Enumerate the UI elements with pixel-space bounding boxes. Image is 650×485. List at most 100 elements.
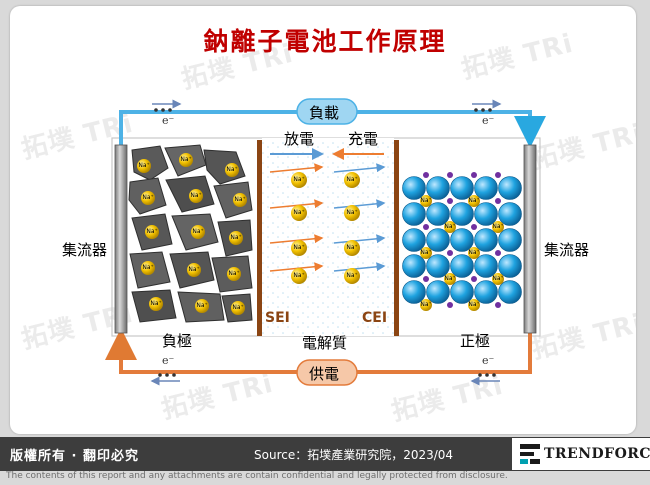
cathode-dopant bbox=[471, 172, 477, 178]
discharge-label: 放電 bbox=[284, 130, 315, 148]
cathode-sphere bbox=[426, 176, 450, 200]
sodium-ion-label: Na⁺ bbox=[293, 244, 305, 251]
cathode-dopant bbox=[447, 250, 453, 256]
cathode-sodium-ion bbox=[492, 273, 504, 285]
cathode-dopant bbox=[495, 302, 501, 308]
cathode-sodium-ion bbox=[444, 221, 456, 233]
cathode-sphere bbox=[450, 202, 474, 226]
cathode-sphere bbox=[474, 228, 498, 252]
cathode-sphere bbox=[498, 202, 522, 226]
cathode-dopant bbox=[447, 302, 453, 308]
sodium-ion-label: Na⁺ bbox=[180, 156, 192, 163]
cathode-dopant bbox=[471, 276, 477, 282]
cei-label: CEI bbox=[362, 310, 388, 326]
cathode-sphere bbox=[402, 202, 426, 226]
sodium-ion-label: Na⁺ bbox=[420, 249, 432, 256]
cathode-sphere bbox=[426, 202, 450, 226]
sodium-ion-label: Na⁺ bbox=[444, 275, 456, 282]
cathode-sphere bbox=[498, 280, 522, 304]
cei-layer bbox=[394, 140, 399, 336]
cathode-sodium-ion bbox=[492, 221, 504, 233]
footer-bar: 版權所有 · 翻印必究 Source：拓墣產業研究院，2023/04 TREND… bbox=[0, 437, 650, 471]
cathode-dopant bbox=[447, 198, 453, 204]
cathode-dopant bbox=[423, 172, 429, 178]
current-collector-right bbox=[523, 144, 537, 334]
cathode-dopant bbox=[495, 198, 501, 204]
sodium-ion-label: Na⁺ bbox=[346, 272, 358, 279]
sodium-ion-label: Na⁺ bbox=[146, 228, 158, 235]
cathode-dopant bbox=[423, 276, 429, 282]
electron-label: e⁻ bbox=[482, 114, 495, 127]
load-label: 負載 bbox=[309, 104, 340, 122]
cathode-label: 正極 bbox=[460, 332, 491, 350]
sodium-ion-label: Na⁺ bbox=[226, 166, 238, 173]
electron-label: e⁻ bbox=[162, 114, 175, 127]
cathode-sphere bbox=[450, 228, 474, 252]
cathode-dopant bbox=[495, 250, 501, 256]
cathode-sodium-ion bbox=[420, 247, 432, 259]
sodium-ion-label: Na⁺ bbox=[228, 270, 240, 277]
sodium-ion-label: Na⁺ bbox=[142, 264, 154, 271]
anode-material bbox=[128, 144, 253, 323]
supply-pill bbox=[296, 359, 358, 386]
sodium-ion-label: Na⁺ bbox=[346, 176, 358, 183]
anode-sodium-ions bbox=[137, 153, 247, 315]
charge-label: 充電 bbox=[348, 130, 379, 148]
cathode-sodium-ion bbox=[468, 195, 480, 207]
electron-flow-bottom-left bbox=[150, 373, 180, 386]
trendforce-logo: TRENDFORCE bbox=[512, 438, 650, 470]
supply-label: 供電 bbox=[309, 365, 340, 383]
sodium-ion-label: Na⁺ bbox=[468, 249, 480, 256]
sodium-ion-label: Na⁺ bbox=[150, 300, 162, 307]
sodium-ion-label: Na⁺ bbox=[230, 234, 242, 241]
cathode-sodium-ion bbox=[420, 195, 432, 207]
cathode-sphere bbox=[402, 176, 426, 200]
sei-label: SEI bbox=[265, 310, 290, 326]
cathode-sodium-ion bbox=[468, 299, 480, 311]
sodium-ion-label: Na⁺ bbox=[188, 266, 200, 273]
anode-label: 負極 bbox=[162, 332, 193, 350]
sodium-ion-label: Na⁺ bbox=[293, 272, 305, 279]
electrolyte-ions bbox=[269, 163, 386, 284]
cathode-sphere bbox=[426, 280, 450, 304]
cathode-sphere bbox=[498, 254, 522, 278]
trendforce-logo-icon bbox=[520, 444, 540, 464]
sodium-ion-label: Na⁺ bbox=[190, 192, 202, 199]
sodium-ion-label: Na⁺ bbox=[142, 194, 154, 201]
cathode-sphere bbox=[402, 228, 426, 252]
cathode-sodium-ion bbox=[420, 299, 432, 311]
sodium-ion-label: Na⁺ bbox=[420, 197, 432, 204]
sodium-ion-label: Na⁺ bbox=[196, 302, 208, 309]
current-collector-right-label: 集流器 bbox=[544, 241, 590, 259]
cathode-lattice bbox=[402, 172, 522, 311]
source-text: Source：拓墣產業研究院，2023/04 bbox=[254, 448, 454, 462]
copyright-text: 版權所有 · 翻印必究 bbox=[10, 449, 139, 464]
sodium-ion-label: Na⁺ bbox=[468, 301, 480, 308]
sodium-ion-label: Na⁺ bbox=[138, 162, 150, 169]
cathode-sphere bbox=[402, 254, 426, 278]
page-title: 鈉離子電池工作原理 bbox=[203, 27, 447, 56]
sodium-ion-label: Na⁺ bbox=[293, 176, 305, 183]
sodium-ion-label: Na⁺ bbox=[492, 223, 504, 230]
electrolyte-label: 電解質 bbox=[302, 334, 348, 352]
cathode-sphere bbox=[498, 228, 522, 252]
sodium-ion-label: Na⁺ bbox=[234, 196, 246, 203]
sodium-ion-label: Na⁺ bbox=[346, 209, 358, 216]
cathode-sphere bbox=[402, 280, 426, 304]
cathode-dopant bbox=[495, 172, 501, 178]
sodium-ion-label: Na⁺ bbox=[468, 197, 480, 204]
cathode-dopant bbox=[447, 172, 453, 178]
cathode-sphere bbox=[450, 254, 474, 278]
sodium-ion-label: Na⁺ bbox=[444, 223, 456, 230]
cathode-sphere bbox=[450, 280, 474, 304]
cathode-sphere bbox=[474, 280, 498, 304]
sodium-ion-label: Na⁺ bbox=[346, 244, 358, 251]
electron-flow-bottom-right bbox=[470, 373, 500, 386]
sodium-ion-label: Na⁺ bbox=[232, 304, 244, 311]
electron-label: e⁻ bbox=[162, 354, 175, 367]
cathode-sodium-ion bbox=[444, 273, 456, 285]
cathode-sphere bbox=[498, 176, 522, 200]
cathode-sphere bbox=[474, 254, 498, 278]
